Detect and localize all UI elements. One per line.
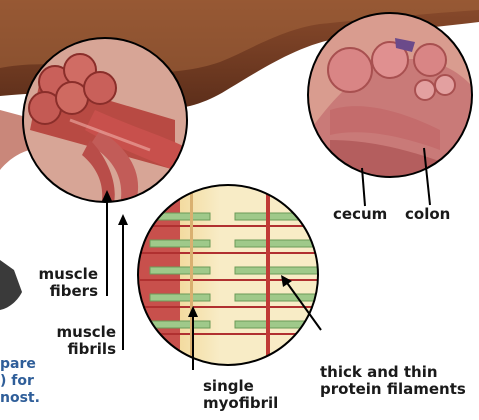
cropped-side-text-line3: nost. [0, 390, 40, 407]
label-colon: colon [405, 206, 450, 223]
label-muscle-fibrils: muscle fibrils [48, 324, 116, 358]
label-protein-filaments-line2: protein filaments [320, 381, 466, 398]
label-muscle-fibers-line1: muscle [30, 266, 98, 283]
label-muscle-fibers: muscle fibers [30, 266, 98, 300]
cropped-side-text: pare ) for nost. [0, 356, 40, 407]
label-single-myofibril-line1: single [203, 378, 278, 395]
label-protein-filaments-line1: thick and thin [320, 364, 466, 381]
label-muscle-fibrils-line1: muscle [48, 324, 116, 341]
label-single-myofibril: single myofibril [203, 378, 278, 412]
cropped-side-text-line1: pare [0, 356, 40, 373]
label-muscle-fibrils-line2: fibrils [48, 341, 116, 358]
myofibril-magnification [135, 183, 325, 368]
label-muscle-fibers-line2: fibers [30, 283, 98, 300]
label-protein-filaments: thick and thin protein filaments [320, 364, 466, 398]
cropped-side-text-line2: ) for [0, 373, 40, 390]
label-single-myofibril-line2: myofibril [203, 395, 278, 412]
label-cecum: cecum [333, 206, 387, 223]
